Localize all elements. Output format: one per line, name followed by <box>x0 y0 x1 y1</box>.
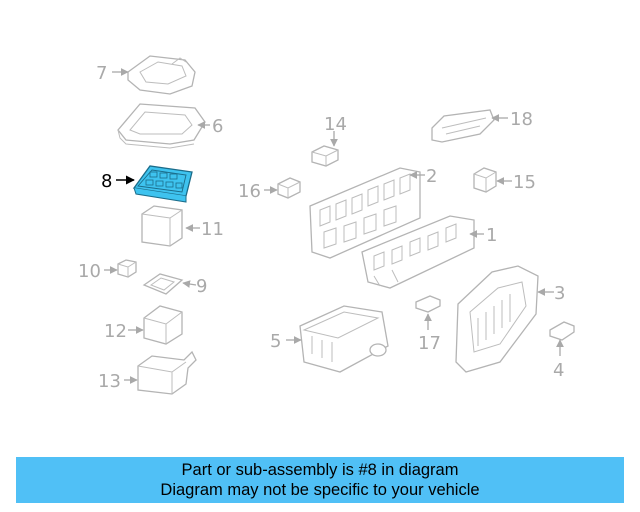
part-3-cover-panel[interactable] <box>455 265 539 373</box>
parts-diagram: 7 6 8 11 10 9 <box>78 55 575 395</box>
label-18[interactable]: 18 <box>510 109 533 130</box>
label-16[interactable]: 16 <box>238 181 261 202</box>
part-7-cover[interactable] <box>127 55 196 95</box>
part-8-relay-block[interactable] <box>132 165 193 203</box>
part-13-relay[interactable] <box>137 350 197 395</box>
label-12[interactable]: 12 <box>104 321 127 342</box>
label-1[interactable]: 1 <box>486 225 497 246</box>
banner-line-1: Part or sub-assembly is #8 in diagram <box>181 461 459 479</box>
banner-line-2: Diagram may not be specific to your vehi… <box>160 481 480 499</box>
label-11[interactable]: 11 <box>201 219 224 240</box>
part-11-relay[interactable] <box>141 205 183 247</box>
label-4[interactable]: 4 <box>553 360 564 381</box>
part-18-bracket[interactable] <box>431 109 495 143</box>
label-7[interactable]: 7 <box>96 63 107 84</box>
part-16-fuse[interactable] <box>277 177 301 199</box>
part-12-relay[interactable] <box>143 305 183 345</box>
label-17[interactable]: 17 <box>418 333 441 354</box>
part-2-fuse-box[interactable] <box>309 167 421 259</box>
part-4-clip[interactable] <box>549 321 575 341</box>
part-6-tray[interactable] <box>117 103 206 149</box>
label-6[interactable]: 6 <box>212 116 223 137</box>
part-14-clip[interactable] <box>311 145 339 167</box>
label-3[interactable]: 3 <box>554 283 565 304</box>
label-14[interactable]: 14 <box>324 114 347 135</box>
label-9[interactable]: 9 <box>196 276 207 297</box>
part-9-flat-relay[interactable] <box>142 273 184 295</box>
part-5-control-module[interactable] <box>299 305 389 373</box>
part-10-small-relay[interactable] <box>117 259 137 278</box>
part-15-relay[interactable] <box>473 167 497 193</box>
label-15[interactable]: 15 <box>513 172 536 193</box>
label-10[interactable]: 10 <box>78 261 101 282</box>
part-17-clip[interactable] <box>415 295 441 313</box>
label-8[interactable]: 8 <box>101 171 112 192</box>
part-1-junction-block[interactable] <box>361 215 475 289</box>
leader-9 <box>182 280 197 288</box>
info-banner: Part or sub-assembly is #8 in diagram Di… <box>16 457 624 503</box>
label-2[interactable]: 2 <box>426 166 437 187</box>
label-13[interactable]: 13 <box>98 371 121 392</box>
label-5[interactable]: 5 <box>270 331 281 352</box>
